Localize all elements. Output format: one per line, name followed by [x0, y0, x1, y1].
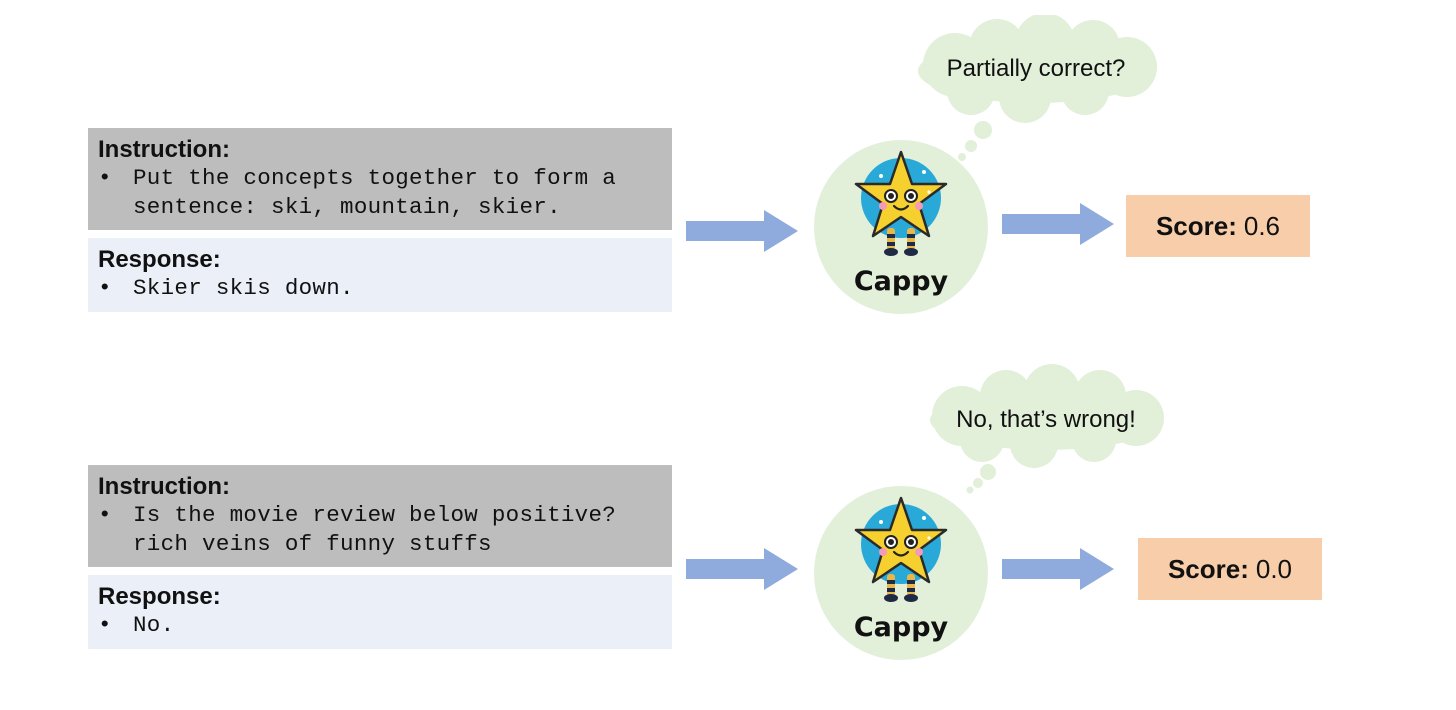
response-label: Response: [98, 583, 221, 610]
response-line: •No. [98, 612, 175, 638]
thought-cloud-icon [918, 15, 1157, 161]
response-box: Response: •Skier skis down. [88, 238, 672, 312]
cappy-avatar: Cappy [814, 486, 988, 660]
score-label: Score: [1167, 553, 1249, 584]
thought-text: Partially correct? [946, 55, 1126, 82]
right-arrow-icon [686, 210, 798, 252]
thought-text: No, that’s wrong! [956, 406, 1136, 433]
score-badge: Score: 0.0 [1138, 538, 1322, 600]
bullet: • [98, 612, 112, 638]
score-value: 0.0 [1255, 553, 1293, 584]
right-arrow-icon [1002, 548, 1114, 590]
instruction-box: Instruction: •Put the concepts together … [88, 128, 672, 230]
thought-cloud-icon [930, 364, 1164, 494]
cappy-name: Cappy [853, 266, 949, 297]
instruction-line-1: •Put the concepts together to form a [98, 165, 617, 191]
instruction-line-2: sentence: ski, mountain, skier. [133, 194, 561, 220]
cappy-avatar: Cappy [814, 140, 988, 314]
instruction-label: Instruction: [98, 136, 230, 163]
instruction-line-1: •Is the movie review below positive? [98, 502, 617, 528]
bullet: • [98, 165, 112, 191]
score-value: 0.6 [1243, 210, 1281, 241]
response-line: •Skier skis down. [98, 275, 354, 301]
response-box: Response: •No. [88, 575, 672, 649]
right-arrow-icon [1002, 203, 1114, 245]
score-label: Score: [1155, 210, 1237, 241]
cappy-name: Cappy [853, 612, 949, 643]
instruction-label: Instruction: [98, 473, 230, 500]
cappy-star-mascot-icon [854, 496, 948, 602]
bullet: • [98, 275, 112, 301]
instruction-line-2: rich veins of funny stuffs [133, 531, 492, 557]
example-2-text: Instruction: •Is the movie review below … [88, 465, 672, 649]
score-badge: Score: 0.6 [1126, 195, 1310, 257]
instruction-box: Instruction: •Is the movie review below … [88, 465, 672, 567]
cappy-star-mascot-icon [854, 150, 948, 256]
right-arrow-icon [686, 548, 798, 590]
example-1-text: Instruction: •Put the concepts together … [88, 128, 672, 312]
bullet: • [98, 502, 112, 528]
response-label: Response: [98, 246, 221, 273]
